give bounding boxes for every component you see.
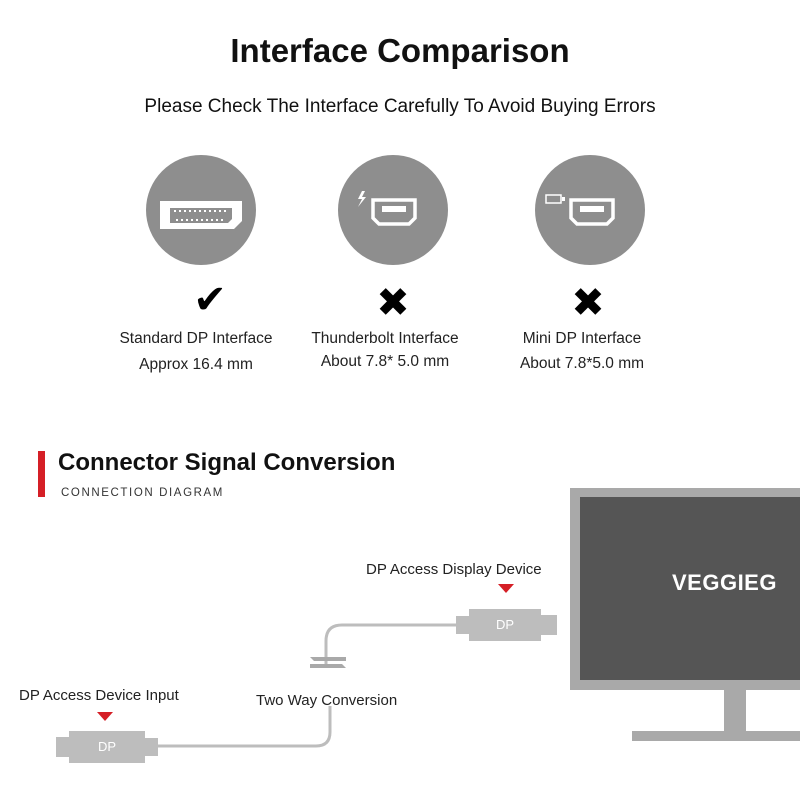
monitor-icon [570, 488, 800, 741]
cable-lower [158, 706, 332, 748]
interface-circle-mini-dp [535, 155, 645, 265]
pointer-input-icon [97, 712, 113, 721]
cable-upper [324, 623, 456, 667]
interface-size: Approx 16.4 mm [139, 356, 253, 373]
interface-size: About 7.8*5.0 mm [519, 355, 645, 372]
interface-caption-thunderbolt: Thunderbolt Interface About 7.8* 5.0 mm [285, 327, 485, 373]
interface-name: Mini DP Interface [522, 330, 642, 347]
page-title: Interface Comparison [230, 32, 570, 69]
page-subtitle: Please Check The Interface Carefully To … [144, 96, 656, 117]
section-subtitle: CONNECTION DIAGRAM [61, 487, 224, 499]
checkmark-icon: ✔ [193, 278, 227, 322]
interface-size: About 7.8* 5.0 mm [320, 353, 450, 370]
section-accent-bar [38, 451, 45, 497]
interface-circle-standard-dp [146, 155, 256, 265]
pointer-display-icon [498, 584, 514, 593]
cross-icon: ✖ [571, 281, 605, 325]
display-device-label: DP Access Display Device [366, 561, 542, 578]
interface-name: Standard DP Interface [119, 330, 273, 347]
section-title: Connector Signal Conversion [58, 449, 396, 476]
interface-circle-thunderbolt [338, 155, 448, 265]
mini-dp-connector-icon [545, 194, 615, 226]
interface-caption-standard-dp: Standard DP Interface Approx 16.4 mm [96, 327, 296, 376]
two-way-conversion-label: Two Way Conversion [256, 692, 398, 709]
interface-name: Thunderbolt Interface [311, 330, 459, 347]
displayport-connector-icon [160, 201, 242, 229]
plug-label-input: DP [97, 739, 117, 754]
brand-logo: VEGGIEG [672, 570, 777, 595]
dp-plug-display [456, 609, 557, 641]
interface-caption-mini-dp: Mini DP Interface About 7.8*5.0 mm [482, 327, 682, 375]
two-way-arrows-icon [310, 657, 346, 668]
cross-icon: ✖ [376, 281, 410, 325]
device-input-label: DP Access Device Input [19, 687, 179, 704]
thunderbolt-connector-icon [358, 191, 417, 226]
plug-label-display: DP [495, 617, 515, 632]
dp-plug-input [56, 731, 158, 763]
